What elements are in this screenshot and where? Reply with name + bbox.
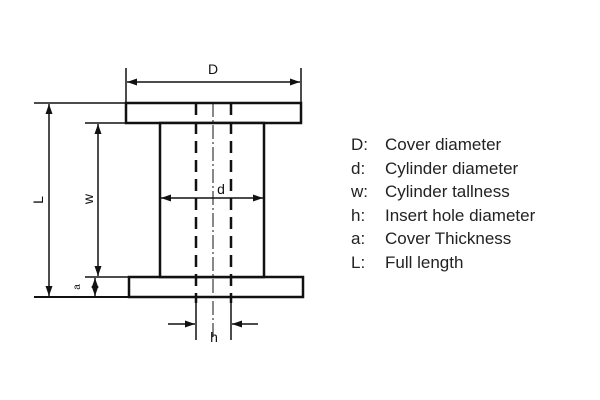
- legend-key: h:: [351, 205, 366, 225]
- legend-text: Cover diameter: [385, 135, 502, 154]
- cover-thickness-label: a: [72, 284, 83, 290]
- legend-item: L: Full length: [351, 251, 535, 275]
- legend-item: h: Insert hole diameter: [351, 204, 535, 228]
- legend-key: L:: [351, 252, 366, 272]
- legend-text: Insert hole diameter: [385, 205, 536, 225]
- legend-text: Cover Thickness: [385, 229, 512, 248]
- legend-item: d: Cylinder diameter: [351, 157, 535, 181]
- legend-key: w:: [351, 182, 368, 201]
- legend-text: Full length: [385, 252, 464, 272]
- legend-item: w: Cylinder tallness: [351, 180, 535, 204]
- legend-key: d:: [351, 158, 366, 178]
- legend-key: a:: [351, 229, 366, 248]
- legend-key: D:: [351, 135, 368, 154]
- full-length-label: L: [30, 196, 46, 204]
- legend-text: Cylinder tallness: [385, 182, 510, 201]
- cover-diameter-label: D: [208, 61, 218, 77]
- legend-item: D: Cover diameter: [351, 133, 535, 157]
- legend-item: a: Cover Thickness: [351, 227, 535, 251]
- bottom-cover: [127, 275, 305, 299]
- cylinder-body: [158, 121, 266, 279]
- dimension-legend: D: Cover diameter d: Cylinder diameter w…: [351, 133, 535, 274]
- insert-hole-diameter-label: h: [210, 329, 218, 345]
- cylinder-tallness-label: w: [80, 193, 96, 205]
- legend-text: Cylinder diameter: [385, 158, 519, 178]
- cylinder-diameter-label: d: [217, 181, 225, 197]
